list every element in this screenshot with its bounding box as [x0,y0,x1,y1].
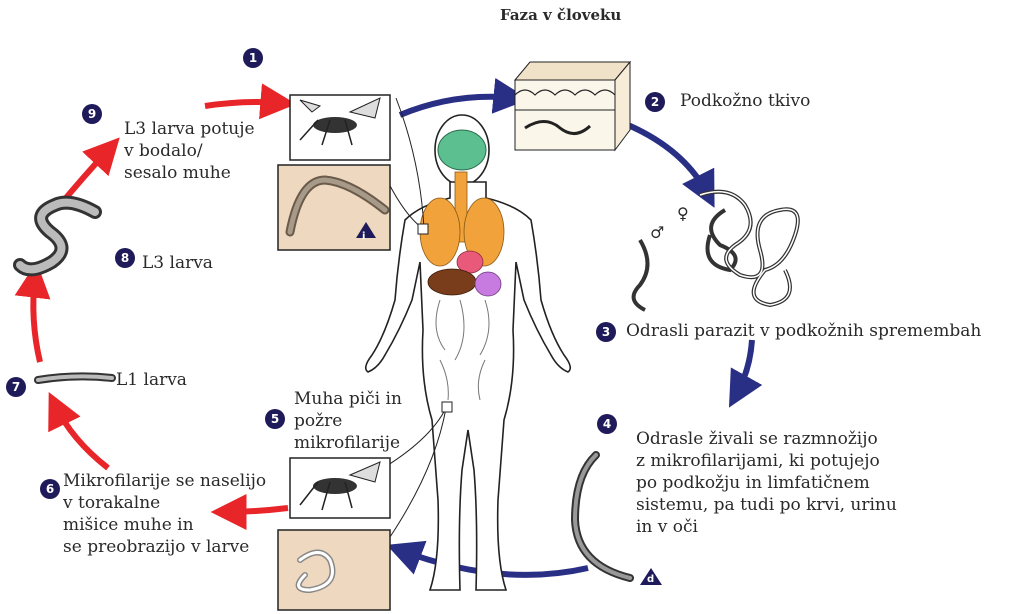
step-3-label: Odrasli parazit v podkožnih spremembah [626,320,981,342]
step-4-label: Odrasle živali se razmnožijo z mikrofila… [636,428,897,538]
arrow-1-to-2 [400,97,515,115]
diagnostic-stage-icon: d [647,569,654,591]
adult-worms [634,192,798,310]
microfilaria-box [278,530,390,610]
step-2-badge: 2 [645,92,665,112]
arrow-2-to-3 [628,125,708,195]
step-9-badge: 9 [82,104,102,124]
step-2-label: Podkožno tkivo [680,90,810,112]
fly-bite-box-top [290,95,390,160]
infective-stage-icon: i [362,226,365,248]
step-4-badge: 4 [597,414,617,434]
arrow-6-to-7 [55,405,108,468]
step-5-label: Muha piči in požre mikrofilarije [294,388,402,454]
stomach [475,272,501,296]
subcutaneous-tissue-block [515,62,630,150]
human-figure [366,115,571,590]
l3-larva-coil [20,203,95,270]
arrow-7-to-8 [33,276,40,362]
step-7-badge: 7 [6,377,26,397]
step-6-label: Mikrofilarije se naselijo v torakalne mi… [63,470,266,558]
liver [428,269,476,295]
step-9-label: L3 larva potuje v bodalo/ sesalo muhe [124,118,255,184]
fly-bite-box-bottom [290,458,390,518]
arrow-3-to-4 [736,340,752,395]
step-3-badge: 3 [596,322,616,342]
step-5-badge: 5 [265,409,285,429]
step-8-label: L3 larva [142,252,213,274]
step-6-badge: 6 [40,479,60,499]
brain [438,130,486,170]
l1-larva [38,376,112,380]
step-8-badge: 8 [115,248,135,268]
male-icon: ♂ [650,222,664,244]
step-7-label: L1 larva [116,369,187,391]
diagram-title: Faza v človeku [500,6,621,24]
step-1-badge: 1 [243,48,263,68]
arrow-9-to-1 [205,102,282,106]
infective-larva-box [278,165,390,250]
female-icon: ♀ [677,203,689,225]
